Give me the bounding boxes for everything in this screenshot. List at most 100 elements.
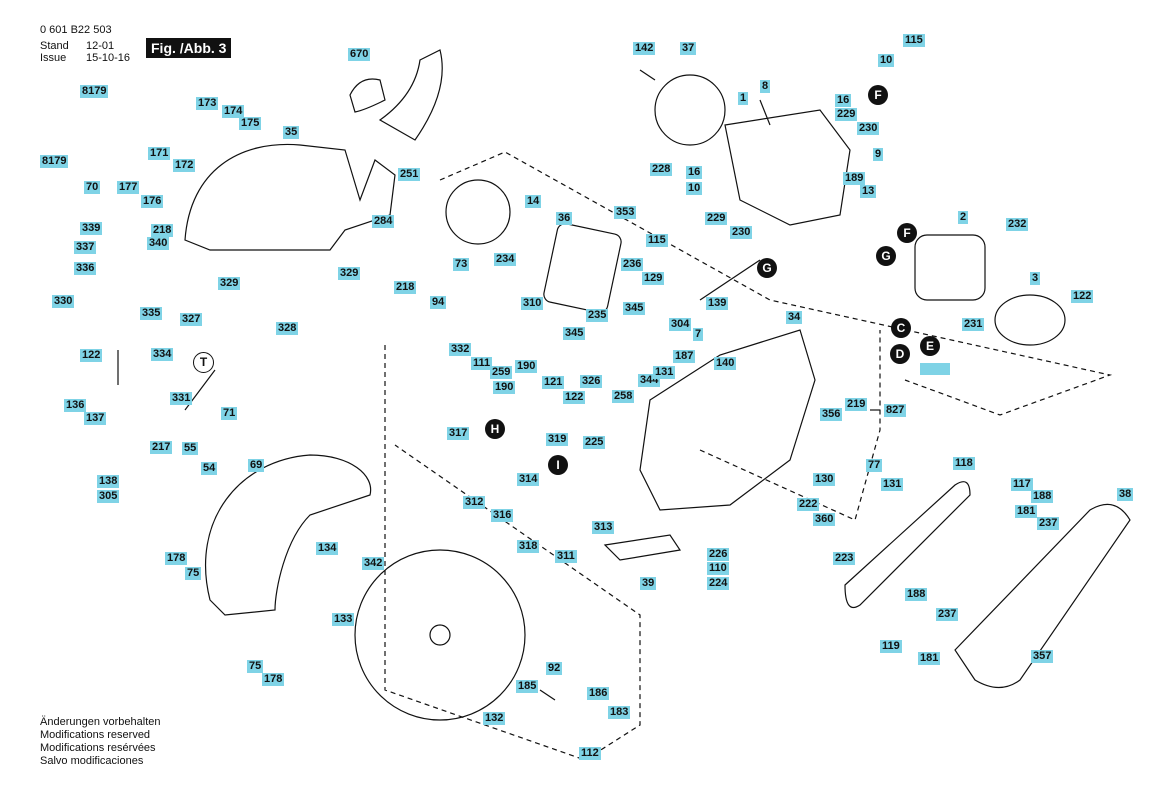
part-number-label: 171 xyxy=(148,147,171,160)
reference-marker: F xyxy=(868,85,888,105)
part-number-label: 223 xyxy=(833,552,856,565)
part-number-label: 75 xyxy=(247,660,264,673)
part-number-label: 219 xyxy=(845,398,868,411)
ring-73 xyxy=(445,179,511,245)
part-number-label: 229 xyxy=(705,212,728,225)
part-number-label: 342 xyxy=(362,557,385,570)
part-number-label: 827 xyxy=(884,404,907,417)
part-number-label: 188 xyxy=(905,588,928,601)
part-number-label: 10 xyxy=(878,54,895,67)
belt-cover-38 xyxy=(954,503,1131,689)
part-number-label: 134 xyxy=(316,542,339,555)
part-number-label: 259 xyxy=(490,366,513,379)
part-number-label: 670 xyxy=(348,48,371,61)
handle-39 xyxy=(603,534,682,561)
part-number-label: 327 xyxy=(180,313,203,326)
part-number-label: 317 xyxy=(447,427,470,440)
part-number-label: 314 xyxy=(517,473,540,486)
issue-value: 15-10-16 xyxy=(86,52,131,64)
part-number-label: 69 xyxy=(248,459,265,472)
blank-legend-swatch xyxy=(920,363,950,375)
part-number-label: 16 xyxy=(835,94,852,107)
part-number-label: 8 xyxy=(760,80,771,93)
part-number-label: 231 xyxy=(962,318,985,331)
part-number-label: 3 xyxy=(1030,272,1041,285)
part-number-label: 115 xyxy=(903,34,925,47)
part-number-label: 326 xyxy=(580,375,603,388)
part-number-label: 311 xyxy=(555,550,577,563)
part-number-label: 115 xyxy=(646,234,668,247)
part-number-label: 122 xyxy=(80,349,103,362)
part-number-label: 94 xyxy=(430,296,447,309)
part-number-label: 329 xyxy=(338,267,361,280)
part-number-label: 190 xyxy=(493,381,516,394)
part-number-label: 73 xyxy=(453,258,470,271)
part-number-label: 110 xyxy=(707,562,729,575)
lower-guard-69 xyxy=(205,454,372,616)
part-number-label: 217 xyxy=(150,441,173,454)
part-number-label: 226 xyxy=(707,548,730,561)
part-number-label: 234 xyxy=(494,253,517,266)
stator-2 xyxy=(914,234,986,301)
part-number-label: 173 xyxy=(196,97,219,110)
dust-chute-670 xyxy=(349,49,443,141)
footer-line: Änderungen vorbehalten xyxy=(40,716,161,728)
assembly-boundary-right xyxy=(699,330,881,521)
part-number-label: 345 xyxy=(563,327,586,340)
part-number-label: 119 xyxy=(880,640,902,653)
part-number-label: 35 xyxy=(283,126,300,139)
part-number-label: 137 xyxy=(84,412,107,425)
part-number-label: 177 xyxy=(117,181,140,194)
part-number-label: 185 xyxy=(516,680,539,693)
doc-number: 0 601 B22 503 xyxy=(40,24,112,36)
part-number-label: 360 xyxy=(813,513,836,526)
part-number-label: 39 xyxy=(640,577,657,590)
part-number-label: 133 xyxy=(332,613,355,626)
part-number-label: 132 xyxy=(483,712,506,725)
part-number-label: 34 xyxy=(786,311,803,324)
reference-marker: T xyxy=(193,352,214,373)
reference-marker: I xyxy=(548,455,568,475)
part-number-label: 331 xyxy=(170,392,193,405)
part-number-label: 37 xyxy=(680,42,697,55)
footer-line: Salvo modificaciones xyxy=(40,755,144,767)
part-number-label: 175 xyxy=(239,117,262,130)
part-number-label: 230 xyxy=(730,226,753,239)
part-number-label: 112 xyxy=(579,747,601,760)
part-number-label: 340 xyxy=(147,237,170,250)
reference-marker: E xyxy=(920,336,940,356)
part-number-label: 1 xyxy=(738,92,749,105)
part-number-label: 187 xyxy=(673,350,696,363)
part-number-label: 190 xyxy=(515,360,538,373)
part-number-label: 8179 xyxy=(40,155,69,168)
part-number-label: 236 xyxy=(621,258,644,271)
part-number-label: 305 xyxy=(97,490,120,503)
footer-line: Modifications reserved xyxy=(40,729,151,741)
part-number-label: 176 xyxy=(141,195,164,208)
part-number-label: 181 xyxy=(1015,505,1038,518)
part-number-label: 122 xyxy=(563,391,586,404)
part-number-label: 10 xyxy=(686,182,703,195)
armature-3 xyxy=(994,294,1066,346)
part-number-label: 188 xyxy=(1031,490,1054,503)
part-number-label: 337 xyxy=(74,241,97,254)
stand-label: Stand xyxy=(40,40,69,52)
part-number-label: 122 xyxy=(1071,290,1094,303)
part-number-label: 77 xyxy=(866,459,883,472)
reference-marker: F xyxy=(897,223,917,243)
saw-blade xyxy=(354,549,526,721)
part-number-label: 313 xyxy=(592,521,615,534)
part-number-label: 136 xyxy=(64,399,87,412)
part-number-label: 237 xyxy=(936,608,959,621)
assembly-boundary-upper xyxy=(439,151,1113,416)
part-number-label: 178 xyxy=(262,673,285,686)
part-number-label: 310 xyxy=(521,297,544,310)
part-number-label: 138 xyxy=(97,475,120,488)
part-number-label: 229 xyxy=(835,108,858,121)
part-number-label: 328 xyxy=(276,322,299,335)
reference-marker: D xyxy=(890,344,910,364)
part-number-label: 38 xyxy=(1117,488,1134,501)
part-number-label: 228 xyxy=(650,163,673,176)
part-number-label: 2 xyxy=(958,211,969,224)
